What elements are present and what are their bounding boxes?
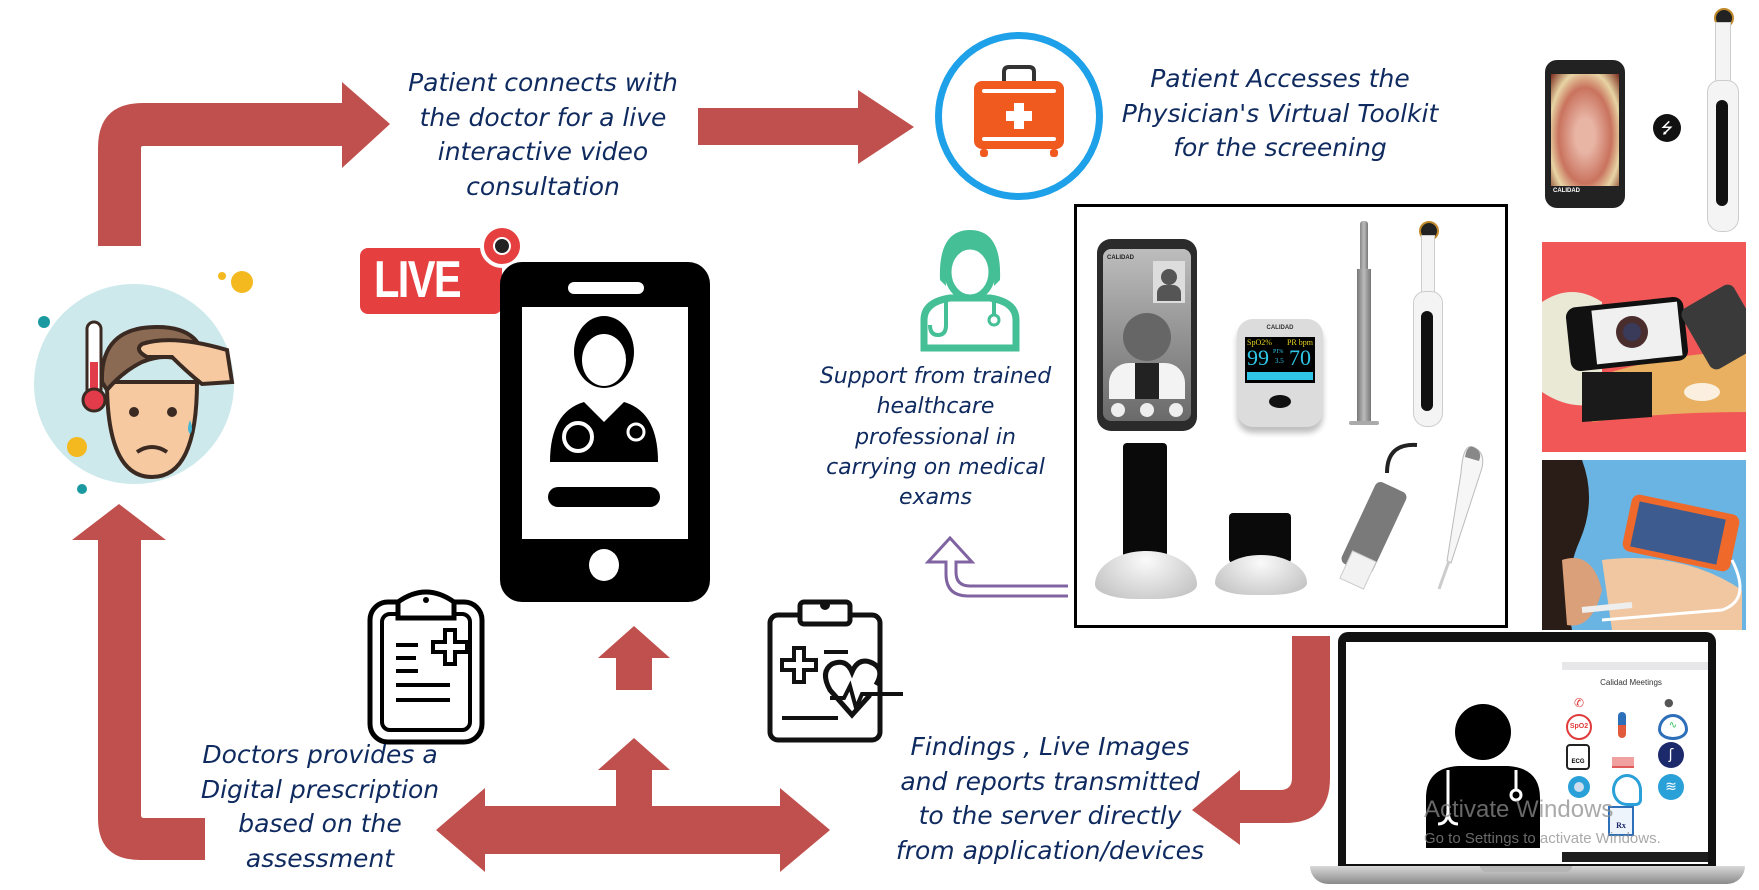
caption-connect: Patient connects with the doctor for a l… xyxy=(388,66,698,204)
otoscope-usage-photo xyxy=(1542,460,1746,630)
tile-phone-icon[interactable]: ✆ xyxy=(1574,696,1585,710)
tile-heart-rate-icon[interactable]: ∿ xyxy=(1658,714,1688,740)
arrow-devices-to-support xyxy=(924,535,1068,598)
tile-eye-icon[interactable] xyxy=(1568,776,1590,798)
arrow-up-small xyxy=(598,626,670,690)
caption-line: professional in xyxy=(855,424,1016,450)
oximeter-power-button xyxy=(1269,395,1291,408)
intraoral-camera-photo: CALIDAD ⭍ xyxy=(1545,8,1745,236)
taskbar xyxy=(1562,852,1708,862)
caption-line: consultation xyxy=(466,171,620,201)
device-brand-label: CALIDAD xyxy=(1266,325,1294,331)
caption-prescription: Doctors provides a Digital prescription … xyxy=(190,738,450,876)
tile-ear-icon[interactable]: ʃ xyxy=(1658,742,1684,768)
intraoral-camera-device xyxy=(1413,221,1443,427)
caption-line: Patient connects with xyxy=(408,68,678,97)
caption-line: and reports transmitted xyxy=(900,766,1200,796)
digital-microscope-device xyxy=(1339,442,1418,590)
laptop-meeting-screen: Calidad Meetings ✆ ● SpO2 ∿ ECG ʃ ≋ Rx xyxy=(1310,632,1745,890)
arrow-patient-to-connect xyxy=(98,82,390,246)
caption-support: Support from trained healthcare professi… xyxy=(808,362,1063,514)
virtual-toolkit-devices-box: CALIDAD CALIDAD SpO2% PR bpm 99 PI% 3.5 … xyxy=(1074,204,1508,628)
caption-line: exams xyxy=(899,485,972,511)
pulse-oximeter-device: CALIDAD SpO2% PR bpm 99 PI% 3.5 70 xyxy=(1237,319,1323,427)
tile-head-icon[interactable] xyxy=(1612,774,1642,806)
arrow-prescription-to-patient xyxy=(72,504,205,860)
tile-mic-icon[interactable]: ● xyxy=(1664,696,1674,709)
tile-ecg-icon[interactable]: ECG xyxy=(1566,744,1590,770)
arrow-up-stem xyxy=(598,738,670,808)
caption-line: Physician's Virtual Toolkit xyxy=(1121,98,1439,128)
caption-line: assessment xyxy=(245,843,395,873)
medical-report-heart-icon xyxy=(767,599,903,743)
tile-stomach-icon[interactable]: ≋ xyxy=(1658,774,1684,800)
caption-line: from application/devices xyxy=(895,835,1205,865)
oximeter-spo2-label: SpO2% xyxy=(1247,338,1272,347)
oximeter-spo2-value: 99 xyxy=(1247,345,1269,370)
otoscope-probe-device xyxy=(1349,221,1379,427)
tile-thermometer-icon[interactable] xyxy=(1618,712,1626,738)
sick-patient-illustration xyxy=(22,271,253,502)
device-brand-label: CALIDAD xyxy=(1553,188,1580,194)
dermatoscope-usage-photo xyxy=(1542,242,1746,452)
device-brand-label: CALIDAD xyxy=(1107,255,1134,261)
oximeter-pi-label: PI% xyxy=(1273,349,1284,355)
oximeter-pr-value: 70 xyxy=(1289,345,1311,370)
caption-line: for the screening xyxy=(1173,133,1387,162)
smartphone-doctor-icon xyxy=(500,262,710,602)
live-badge-label: LIVE xyxy=(374,251,462,309)
caption-line: Doctors provides a xyxy=(202,740,438,769)
caption-line: Digital prescription xyxy=(200,774,440,804)
activate-windows-subtitle: Go to Settings to activate Windows. xyxy=(1424,830,1661,847)
tile-rx-icon[interactable]: Rx xyxy=(1608,806,1634,836)
digital-thermometer-device xyxy=(1437,446,1484,590)
live-record-dot-icon xyxy=(480,224,524,268)
caption-line: to the server directly xyxy=(918,801,1182,830)
video-call-phone-device: CALIDAD xyxy=(1097,239,1197,431)
caption-line: Patient Accesses the xyxy=(1150,64,1410,93)
caption-line: interactive video xyxy=(437,137,649,166)
arrow-connect-to-toolkit xyxy=(698,90,914,164)
remote-doctor-silhouette-icon xyxy=(1426,704,1540,848)
activate-windows-title: Activate Windows xyxy=(1424,796,1614,823)
caption-line: Findings , Live Images xyxy=(910,732,1190,761)
caption-findings: Findings , Live Images and reports trans… xyxy=(885,730,1215,868)
oximeter-pr-label: PR bpm xyxy=(1286,338,1313,347)
medical-kit-icon xyxy=(935,32,1103,200)
caption-line: carrying on medical xyxy=(826,455,1045,481)
tile-skin-icon[interactable] xyxy=(1612,746,1634,768)
meeting-app-title: Calidad Meetings xyxy=(1600,678,1662,687)
caption-line: based on the xyxy=(238,809,402,838)
caption-line: Support from trained xyxy=(819,364,1052,389)
live-badge: LIVE xyxy=(360,224,524,314)
caption-line: healthcare xyxy=(876,394,995,420)
nurse-icon xyxy=(920,230,1020,352)
dermatoscope-stand-device xyxy=(1091,443,1201,603)
prescription-clipboard-icon xyxy=(367,589,485,745)
arrow-toolkit-to-findings xyxy=(1192,636,1330,845)
tile-spo2-icon[interactable]: SpO2 xyxy=(1566,714,1592,740)
arrow-double-horizontal xyxy=(436,788,830,872)
oximeter-pi-value: 3.5 xyxy=(1275,357,1284,365)
usb-connection-icon: ⭍ xyxy=(1653,114,1681,142)
caption-toolkit: Patient Accesses the Physician's Virtual… xyxy=(1115,62,1445,166)
caption-line: the doctor for a live xyxy=(419,102,667,132)
smart-stethoscope-device xyxy=(1215,513,1307,603)
